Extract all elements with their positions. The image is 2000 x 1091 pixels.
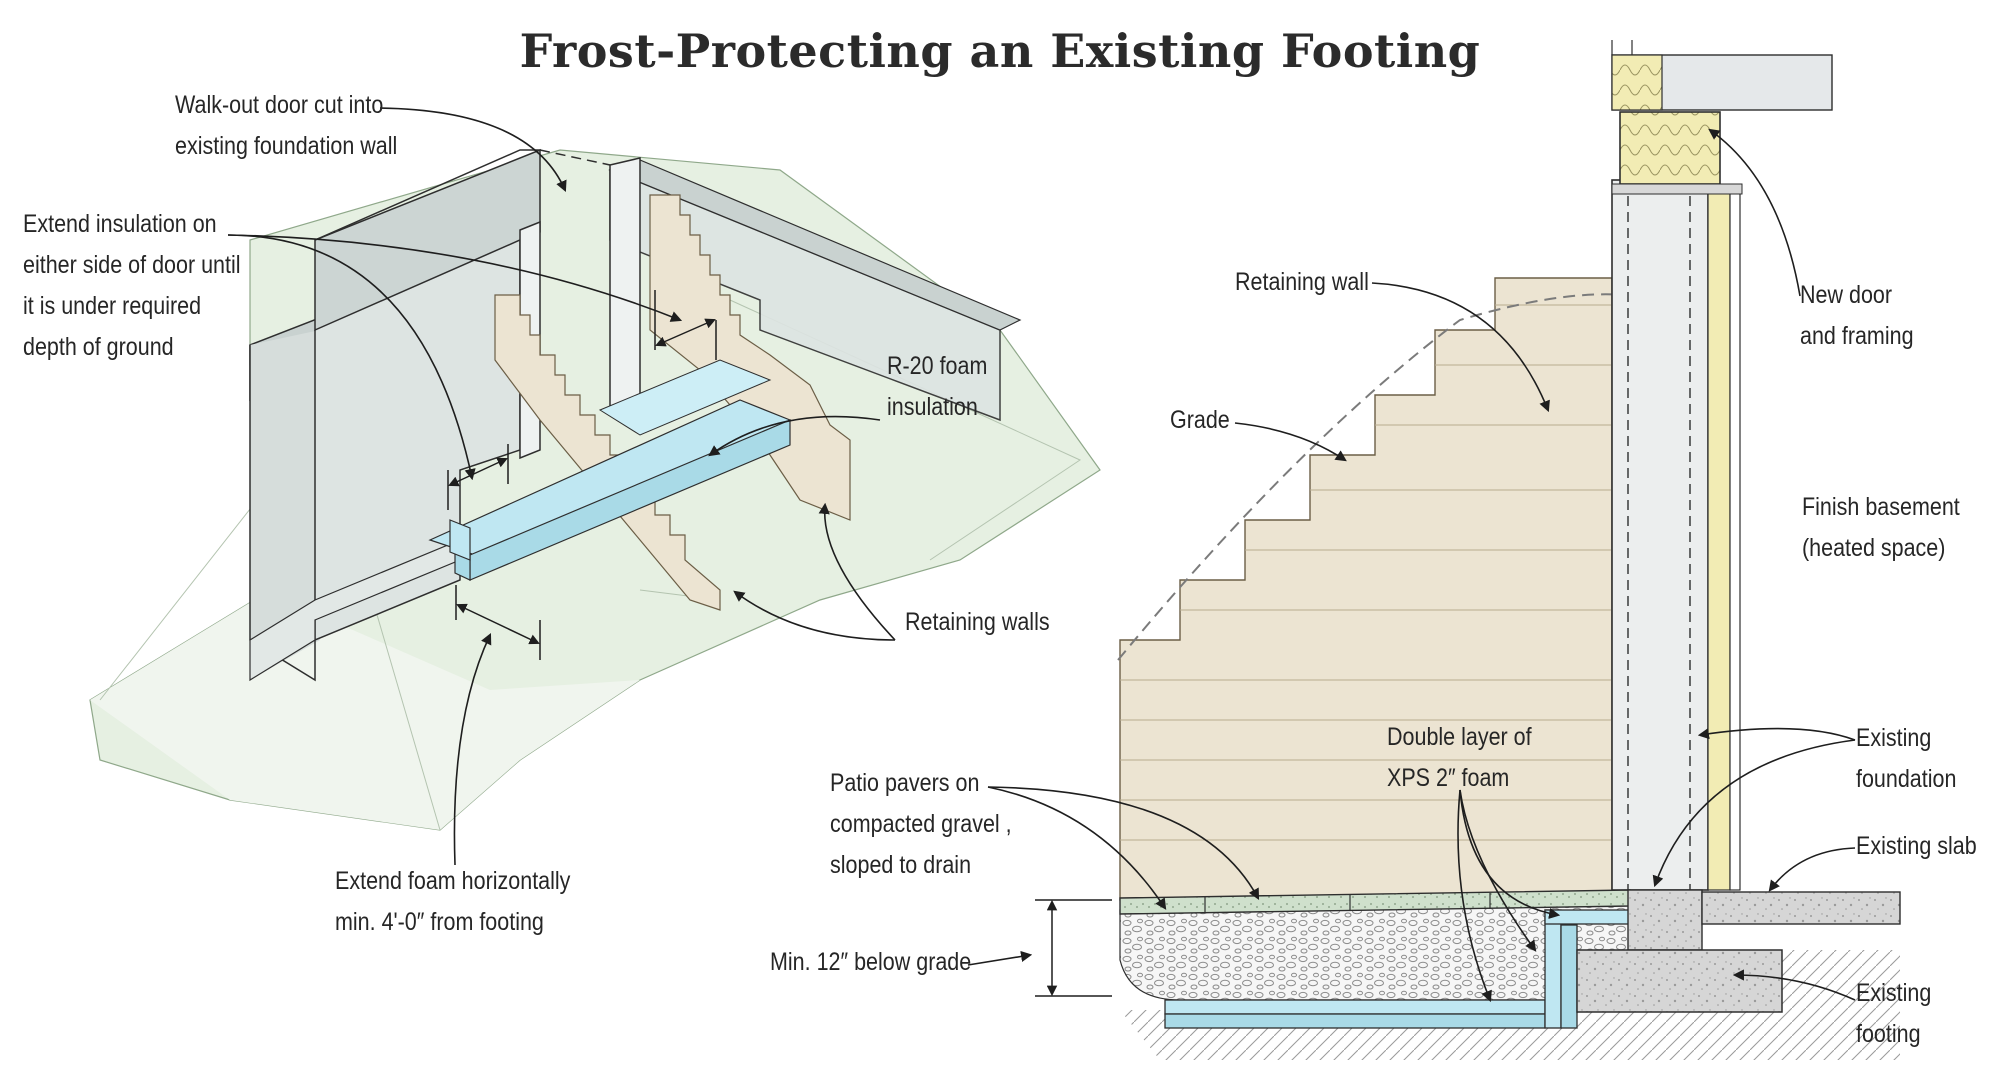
label-walkout-door: Walk-out door cut into existing foundati… (175, 91, 398, 160)
isometric-view (89, 107, 1101, 866)
xps-foam-vertical-2 (1560, 924, 1578, 1029)
label-existing-footing: Existing footing (1856, 979, 1932, 1048)
label-finish-basement: Finish basement (heated space) (1802, 493, 1960, 562)
retaining-wall-back (649, 194, 851, 521)
diagram-title: Frost-Protecting an Existing Footing (519, 24, 1481, 78)
grade-line (1117, 293, 1626, 661)
retaining-wall-section (1119, 277, 1613, 901)
new-door-framing (1619, 111, 1721, 185)
label-existing-slab: Existing slab (1856, 832, 1977, 860)
label-extend-insulation: Extend insulation on either side of door… (23, 210, 241, 361)
label-existing-foundation: Existing foundation (1856, 724, 1957, 793)
existing-footing (1576, 949, 1783, 1013)
label-patio-pavers: Patio pavers on compacted gravel , slope… (830, 769, 1012, 879)
existing-foundation (1611, 179, 1709, 891)
label-double-layer: Double layer of XPS 2″ foam (1387, 723, 1532, 792)
xps-foam-horizontal-1 (1164, 999, 1546, 1015)
xps-foam-vertical-1 (1544, 909, 1562, 1029)
existing-slab (1701, 891, 1901, 925)
label-new-door: New door and framing (1800, 281, 1914, 350)
label-grade: Grade (1170, 406, 1230, 434)
label-r20-foam: R-20 foam insulation (887, 352, 988, 421)
section-view (967, 40, 1901, 1060)
label-retaining-wall: Retaining wall (1235, 268, 1369, 296)
xps-foam-horizontal-2 (1164, 1013, 1546, 1029)
label-min-12: Min. 12″ below grade (770, 948, 972, 976)
label-extend-foam: Extend foam horizontally min. 4'-0″ from… (335, 867, 571, 936)
label-retaining-walls: Retaining walls (905, 608, 1050, 636)
